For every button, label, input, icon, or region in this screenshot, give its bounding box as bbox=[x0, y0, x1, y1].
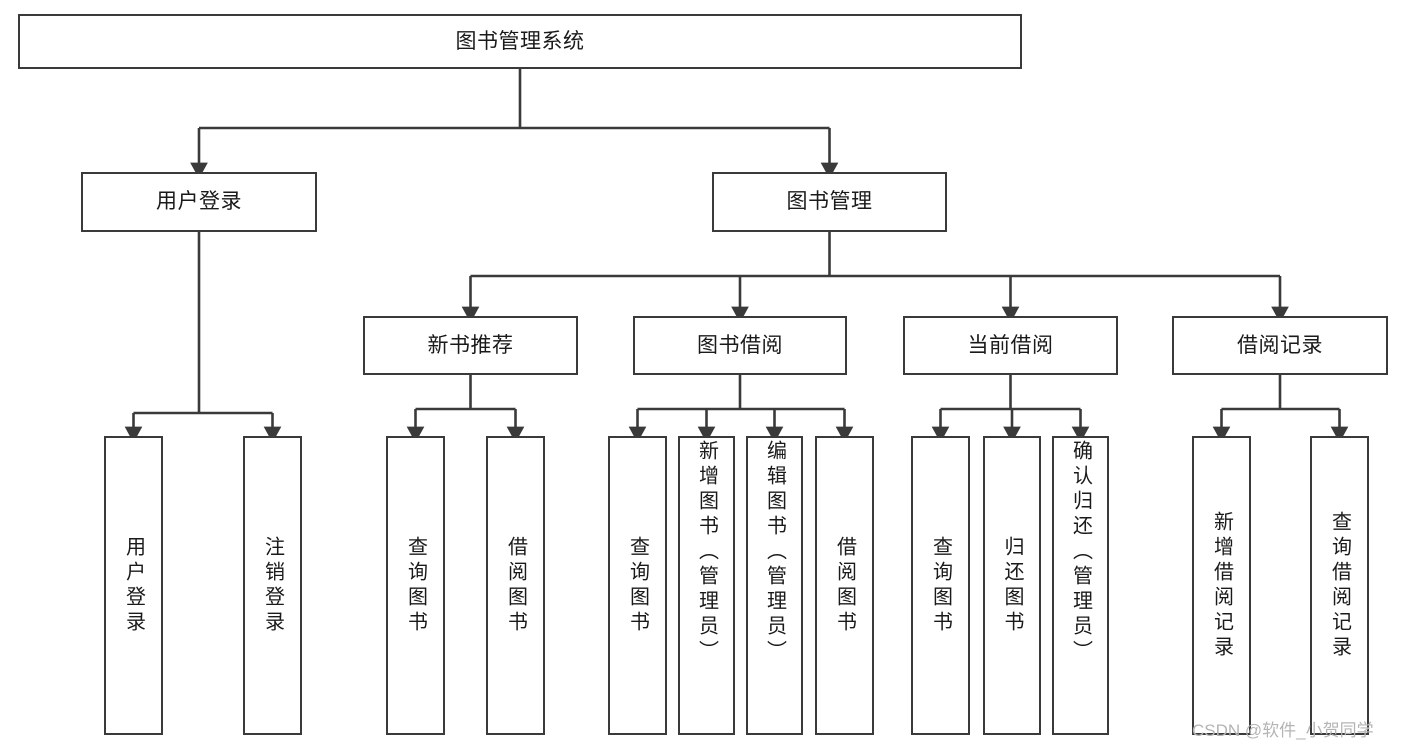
node-label: 新增图书（管理员） bbox=[695, 440, 718, 665]
node-label: 借阅记录 bbox=[1237, 333, 1323, 357]
node-leaf-query-book-2[interactable]: 查询图书 bbox=[608, 436, 667, 735]
node-leaf-query-borrow-record[interactable]: 查询借阅记录 bbox=[1310, 436, 1369, 735]
node-label: 新增借阅记录 bbox=[1210, 510, 1233, 661]
node-label: 借阅图书 bbox=[833, 535, 856, 636]
node-leaf-borrow-book-2[interactable]: 借阅图书 bbox=[815, 436, 874, 735]
node-book-borrow[interactable]: 图书借阅 bbox=[633, 316, 847, 375]
node-root[interactable]: 图书管理系统 bbox=[18, 14, 1022, 69]
node-label: 查询图书 bbox=[626, 535, 649, 636]
node-leaf-add-borrow-record[interactable]: 新增借阅记录 bbox=[1192, 436, 1251, 735]
node-label: 借阅图书 bbox=[504, 535, 527, 636]
node-user-login[interactable]: 用户登录 bbox=[81, 172, 317, 232]
node-label: 归还图书 bbox=[1001, 535, 1023, 636]
node-label: 用户登录 bbox=[122, 535, 145, 636]
node-label: 图书管理系统 bbox=[455, 29, 585, 53]
node-leaf-edit-book-admin[interactable]: 编辑图书（管理员） bbox=[746, 436, 803, 735]
node-leaf-borrow-book-1[interactable]: 借阅图书 bbox=[486, 436, 545, 735]
node-label: 查询借阅记录 bbox=[1328, 510, 1351, 661]
node-label: 当前借阅 bbox=[967, 333, 1054, 357]
node-label: 查询图书 bbox=[929, 535, 952, 636]
node-borrow-record[interactable]: 借阅记录 bbox=[1172, 316, 1388, 375]
node-label: 编辑图书（管理员） bbox=[763, 440, 786, 665]
node-leaf-confirm-return-admin[interactable]: 确认归还（管理员） bbox=[1052, 436, 1109, 735]
node-label: 图书管理 bbox=[786, 190, 873, 214]
node-leaf-query-book-3[interactable]: 查询图书 bbox=[911, 436, 970, 735]
node-leaf-return-book[interactable]: 归还图书 bbox=[983, 436, 1041, 735]
node-current-borrow[interactable]: 当前借阅 bbox=[903, 316, 1118, 375]
node-label: 注销登录 bbox=[261, 535, 284, 636]
node-leaf-add-book-admin[interactable]: 新增图书（管理员） bbox=[678, 436, 735, 735]
node-label: 确认归还（管理员） bbox=[1069, 440, 1092, 665]
node-label: 用户登录 bbox=[156, 190, 242, 214]
node-leaf-user-login[interactable]: 用户登录 bbox=[104, 436, 163, 735]
node-book-management[interactable]: 图书管理 bbox=[712, 172, 947, 232]
node-label: 图书借阅 bbox=[697, 333, 783, 357]
node-label: 新书推荐 bbox=[427, 333, 514, 357]
node-new-book-recommend[interactable]: 新书推荐 bbox=[363, 316, 578, 375]
node-leaf-logout[interactable]: 注销登录 bbox=[243, 436, 302, 735]
node-leaf-query-book-1[interactable]: 查询图书 bbox=[386, 436, 445, 735]
node-label: 查询图书 bbox=[404, 535, 427, 636]
